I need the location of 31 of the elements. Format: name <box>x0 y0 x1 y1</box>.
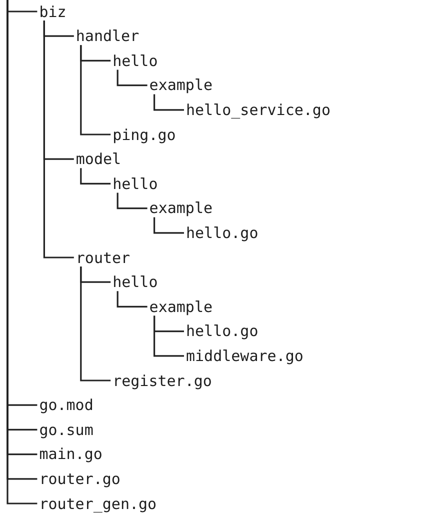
tree-connector <box>80 168 111 184</box>
file-name: hello_service.go <box>186 100 330 119</box>
file-name: middleware.go <box>186 346 304 365</box>
folder-name: router <box>76 248 130 266</box>
tree-connector <box>154 94 184 111</box>
file-name: go.mod <box>39 396 94 414</box>
folder-name: hello <box>112 174 158 193</box>
file-name: ping.go <box>112 126 176 144</box>
tree-connector <box>154 217 184 234</box>
folder-name: example <box>149 298 213 316</box>
file-name: router.go <box>39 470 120 488</box>
folder-name: biz <box>39 2 66 20</box>
tree-connector <box>43 20 74 258</box>
file-name: go.sum <box>39 420 94 439</box>
tree-connector <box>80 45 111 136</box>
folder-name: example <box>149 199 213 218</box>
file-name: register.go <box>112 372 212 390</box>
file-name: hello.go <box>186 224 258 242</box>
file-name: main.go <box>39 445 102 464</box>
folder-name: hello <box>112 52 158 70</box>
tree-connector <box>80 266 111 382</box>
file-name: hello.go <box>186 322 258 340</box>
folder-name: handler <box>76 27 140 46</box>
file-name: router_gen.go <box>39 494 157 512</box>
tree-connector <box>154 316 184 357</box>
tree-connector <box>116 192 148 210</box>
folder-name: hello <box>112 273 158 292</box>
folder-name: model <box>76 150 122 168</box>
tree-connector <box>116 291 148 308</box>
tree-connector <box>116 70 148 86</box>
folder-name: example <box>149 76 213 94</box>
